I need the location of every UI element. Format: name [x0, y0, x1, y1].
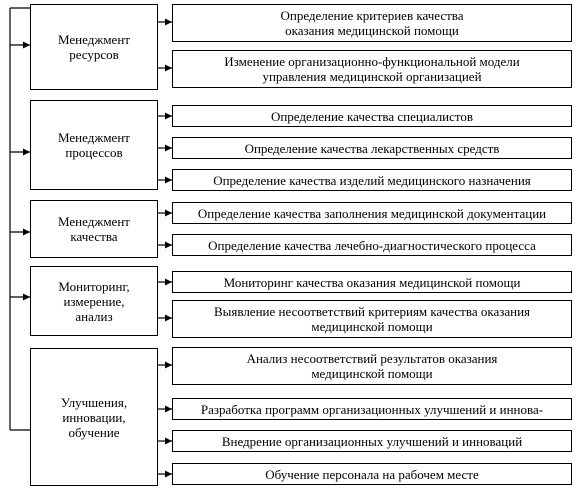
item-box: Определение критериев качества оказания … — [172, 4, 572, 42]
item-box: Определение качества лечебно-диагностиче… — [172, 234, 572, 256]
category-improvement: Улучшения, инновации, обучение — [30, 348, 158, 486]
item-box: Определение качества изделий медицинског… — [172, 169, 572, 191]
category-monitoring: Мониторинг, измерение, анализ — [30, 266, 158, 336]
item-label: Определение качества лечебно-диагностиче… — [208, 237, 536, 253]
item-box: Определение качества заполнения медицинс… — [172, 202, 572, 224]
item-box: Определение качества специалистов — [172, 105, 572, 127]
category-processes: Менеджмент процессов — [30, 100, 158, 190]
item-box: Внедрение организационных улучшений и ин… — [172, 430, 572, 452]
category-label: Менеджмент ресурсов — [58, 32, 130, 62]
category-label: Улучшения, инновации, обучение — [60, 394, 128, 440]
item-box: Выявление несоответствий критериям качес… — [172, 300, 572, 338]
category-label: Менеджмент процессов — [58, 130, 130, 160]
item-label: Определение критериев качества оказания … — [280, 8, 464, 38]
item-label: Анализ несоответствий результатов оказан… — [246, 351, 498, 381]
category-quality: Менеджмент качества — [30, 200, 158, 258]
item-label: Определение качества заполнения медицинс… — [197, 205, 547, 221]
item-box: Изменение организационно-функциональной … — [172, 50, 572, 88]
item-box: Разработка программ организационных улуч… — [172, 398, 572, 420]
category-label: Мониторинг, измерение, анализ — [58, 278, 130, 324]
category-label: Менеджмент качества — [58, 214, 130, 244]
category-resources: Менеджмент ресурсов — [30, 4, 158, 90]
item-label: Определение качества лекарственных средс… — [244, 140, 500, 156]
item-label: Выявление несоответствий критериям качес… — [213, 304, 531, 334]
item-label: Мониторинг качества оказания медицинской… — [223, 274, 521, 290]
item-label: Определение качества изделий медицинског… — [213, 172, 531, 188]
item-label: Разработка программ организационных улуч… — [200, 401, 544, 417]
item-label: Обучение персонала на рабочем месте — [265, 466, 479, 482]
item-label: Определение качества специалистов — [270, 108, 474, 124]
item-box: Обучение персонала на рабочем месте — [172, 463, 572, 485]
item-label: Изменение организационно-функциональной … — [224, 54, 520, 84]
item-box: Анализ несоответствий результатов оказан… — [172, 347, 572, 385]
item-label: Внедрение организационных улучшений и ин… — [221, 433, 523, 449]
item-box: Определение качества лекарственных средс… — [172, 137, 572, 159]
item-box: Мониторинг качества оказания медицинской… — [172, 271, 572, 293]
